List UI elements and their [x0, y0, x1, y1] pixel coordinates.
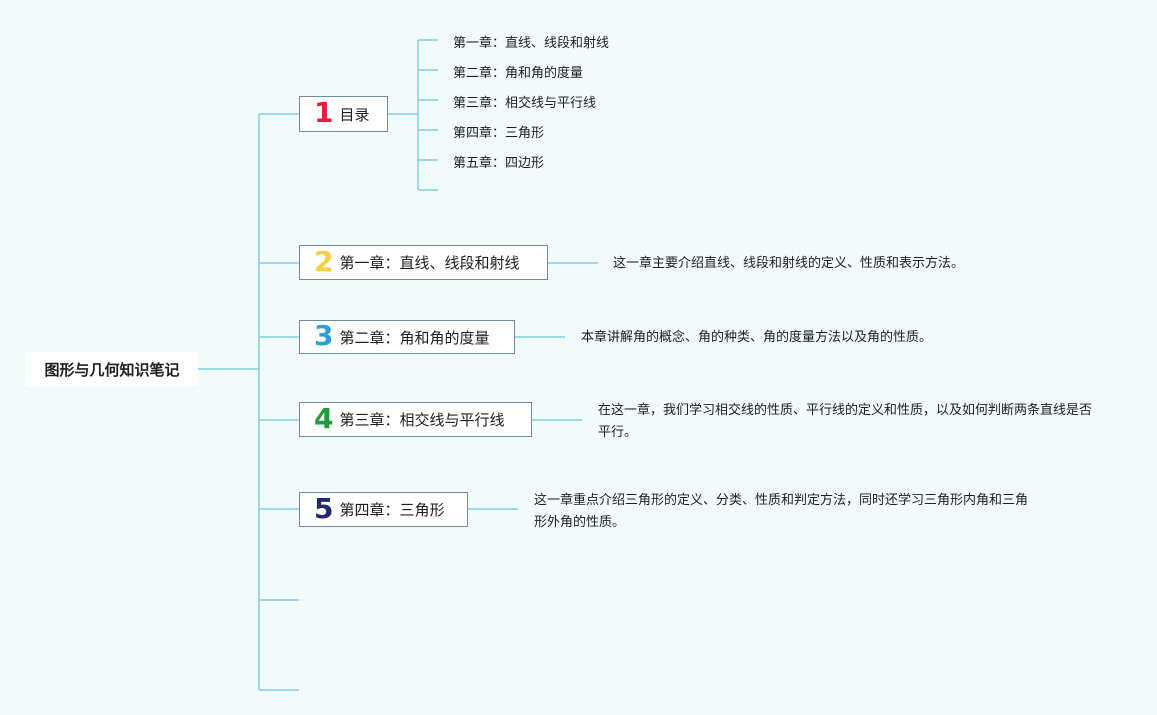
chapter-label: 第一章：直线、线段和射线 [339, 254, 520, 272]
root-label: 图形与几何知识笔记 [44, 360, 180, 379]
chapter-node-2[interactable]: 3 第二章：角和角的度量 [299, 320, 515, 354]
number-2-icon: 2 [314, 244, 334, 278]
chapter-node-4[interactable]: 5 第四章：三角形 [299, 492, 468, 527]
toc-item[interactable]: 第三章：相交线与平行线 [453, 96, 597, 111]
chapter-description: 本章讲解角的概念、角的种类、角的度量方法以及角的性质。 [581, 330, 933, 345]
chapter-node-3[interactable]: 4 第三章：相交线与平行线 [299, 402, 532, 437]
chapter-description: 在这一章，我们学习相交线的性质、平行线的定义和性质，以及如何判断两条直线是否平行… [598, 403, 1093, 440]
number-5-icon: 5 [314, 491, 334, 525]
number-1-icon: 1 [314, 96, 334, 129]
toc-item[interactable]: 第五章：四边形 [453, 156, 545, 171]
toc-node[interactable]: 1 目录 [299, 96, 388, 132]
root-node[interactable]: 图形与几何知识笔记 [26, 352, 198, 386]
toc-item[interactable]: 第四章：三角形 [453, 126, 545, 141]
chapter-label: 第四章：三角形 [339, 501, 445, 519]
chapter-label: 第二章：角和角的度量 [339, 328, 490, 347]
toc-label: 目录 [339, 105, 370, 124]
toc-item[interactable]: 第一章：直线、线段和射线 [453, 36, 610, 51]
number-4-icon: 4 [314, 401, 334, 435]
chapter-label: 第三章：相交线与平行线 [339, 411, 505, 429]
chapter-node-1[interactable]: 2 第一章：直线、线段和射线 [299, 245, 548, 280]
toc-item[interactable]: 第二章：角和角的度量 [453, 66, 584, 81]
chapter-description: 这一章重点介绍三角形的定义、分类、性质和判定方法，同时还学习三角形内角和三角形外… [534, 493, 1029, 530]
chapter-description: 这一章主要介绍直线、线段和射线的定义、性质和表示方法。 [613, 256, 965, 271]
number-3-icon: 3 [314, 319, 334, 352]
